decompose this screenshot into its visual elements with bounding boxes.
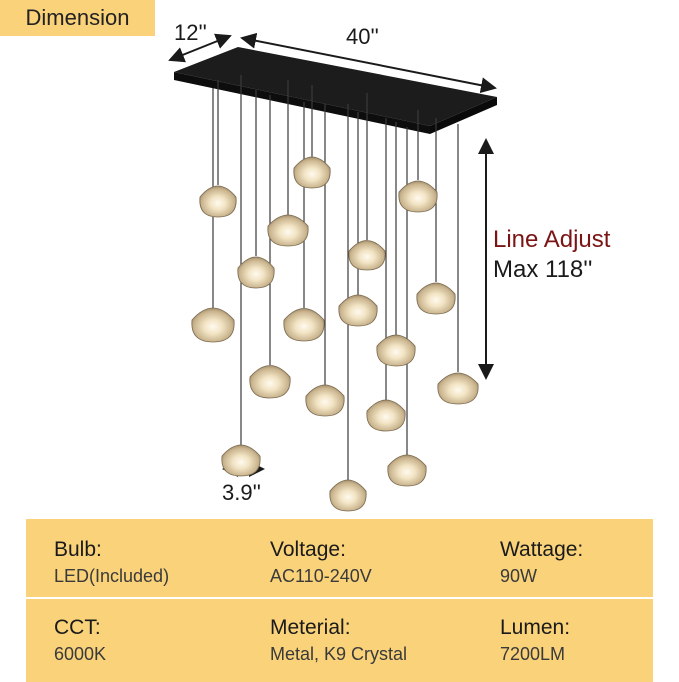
chandelier-illustration	[168, 32, 497, 512]
dimension-tag: Dimension	[0, 0, 155, 36]
specs-panel: Bulb: LED(Included) Voltage: AC110-240V …	[26, 519, 653, 682]
spec-key: Bulb:	[54, 538, 102, 561]
width-label: 40''	[346, 24, 379, 49]
width-arrow	[240, 32, 497, 94]
pendant-lights	[191, 75, 479, 512]
spec-key: Meterial:	[270, 616, 351, 639]
spec-voltage: Voltage: AC110-240V	[270, 537, 372, 589]
spec-key: Voltage:	[270, 538, 346, 561]
spec-key: Lumen:	[500, 616, 571, 639]
specs-divider	[26, 597, 653, 599]
spec-value: AC110-240V	[270, 566, 372, 586]
spec-value: 6000K	[54, 644, 107, 664]
spec-value: Metal, K9 Crystal	[270, 644, 408, 664]
line-adjust-title: Line Adjust	[493, 226, 611, 253]
spec-bulb: Bulb: LED(Included)	[54, 537, 169, 589]
spec-value: 90W	[500, 566, 538, 586]
spec-wattage: Wattage: 90W	[500, 537, 583, 589]
spec-key: Wattage:	[500, 538, 584, 561]
spec-cct: CCT: 6000K	[54, 615, 106, 667]
spec-key: CCT:	[54, 616, 101, 639]
shade-diameter-label: 3.9''	[222, 480, 261, 505]
line-adjust-value: Max 118''	[493, 256, 593, 283]
spec-value: 7200LM	[500, 644, 566, 664]
canopy-plate	[174, 47, 497, 134]
line-adjust-note: Line Adjust Max 118''	[493, 225, 610, 285]
spec-value: LED(Included)	[54, 566, 170, 586]
spec-lumen: Lumen: 7200LM	[500, 615, 570, 667]
spec-material: Meterial: Metal, K9 Crystal	[270, 615, 407, 667]
depth-arrow	[168, 33, 232, 63]
depth-label: 12''	[174, 20, 207, 45]
